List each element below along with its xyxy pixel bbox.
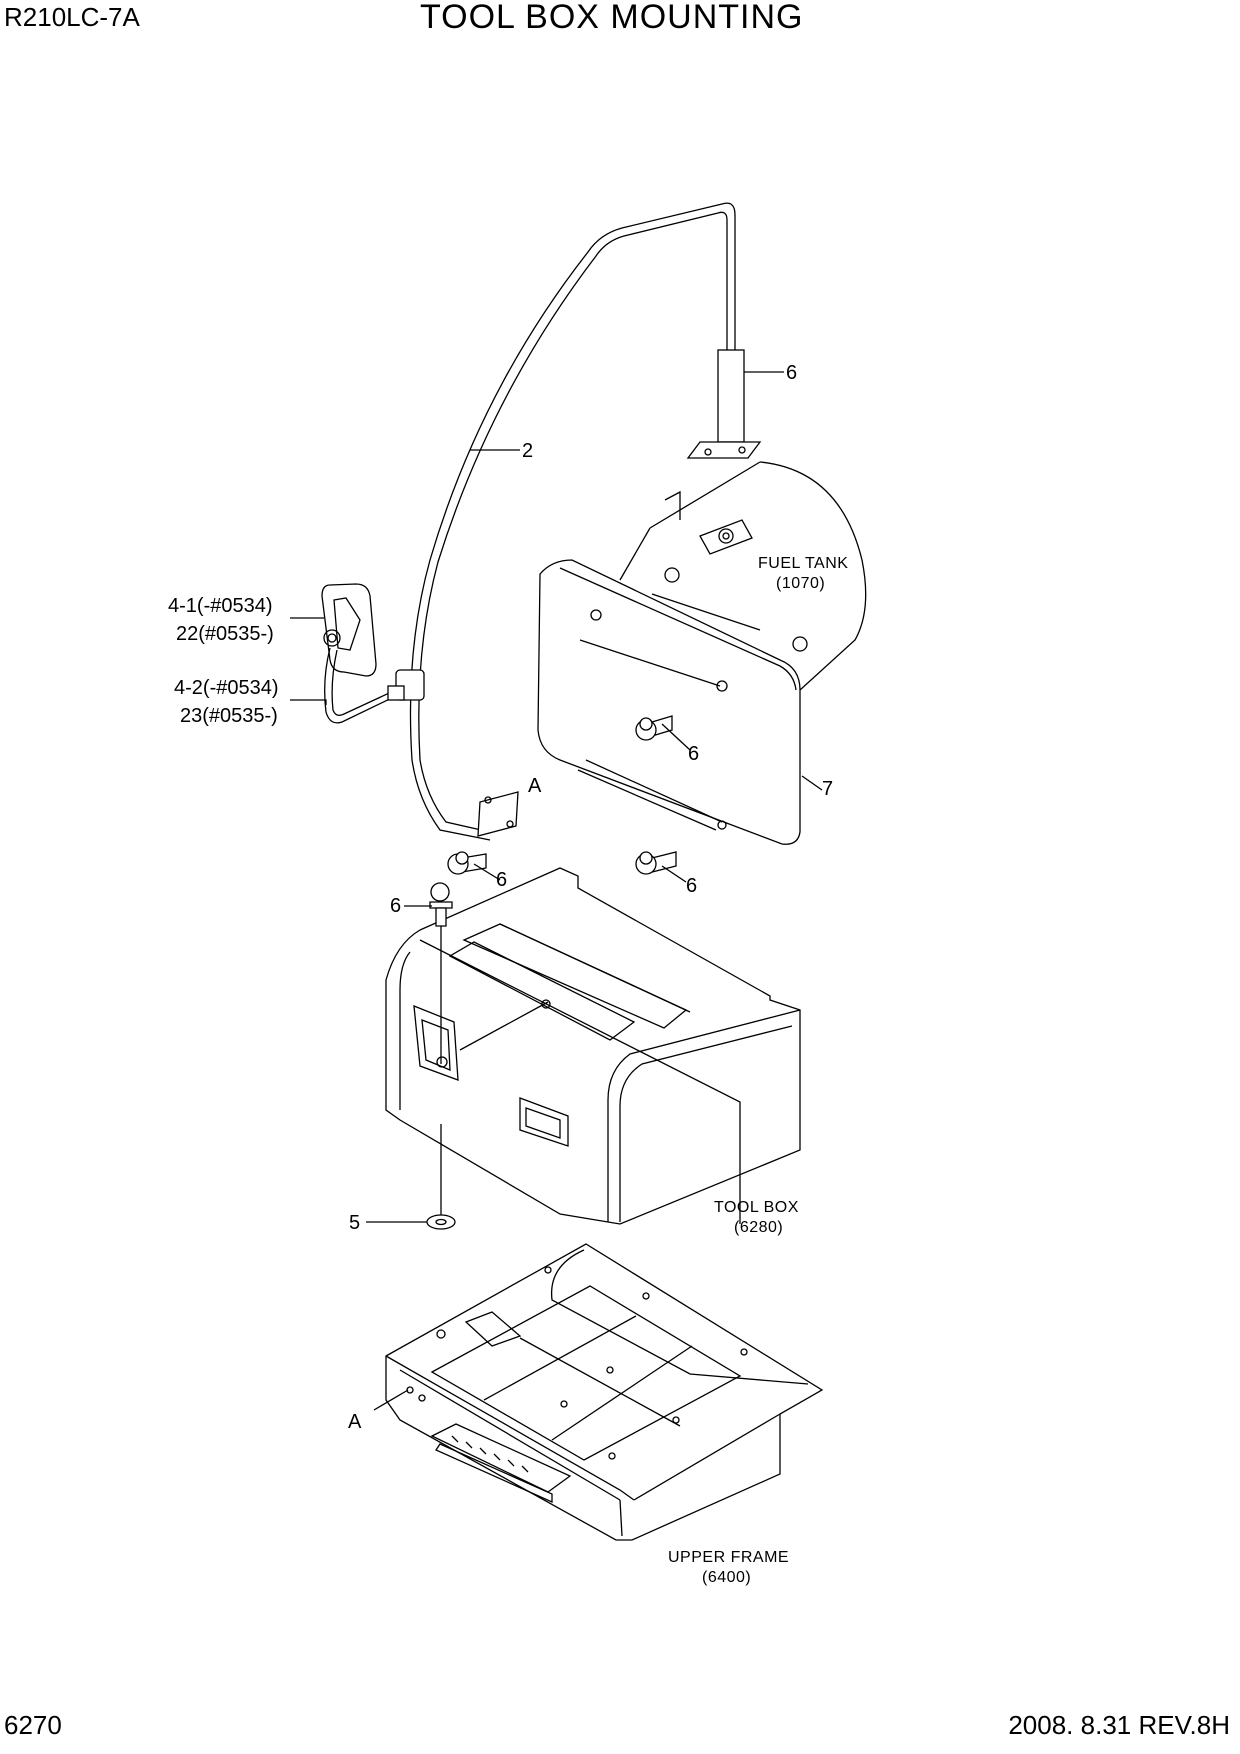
tool-box-reference	[385, 867, 801, 1225]
model-number: R210LC-7A	[4, 2, 140, 32]
callout-6-tool-box: 6	[390, 895, 401, 917]
callout-mirror-22: 22(#0535-)	[176, 623, 274, 645]
page-title: TOOL BOX MOUNTING	[420, 0, 804, 36]
washer-part	[426, 1214, 456, 1230]
revision-date: 2008. 8.31 REV.8H	[1008, 1710, 1230, 1740]
stay-mount-plate	[447, 791, 519, 875]
upper-frame-label: UPPER FRAME	[668, 1549, 789, 1566]
callout-6-cover-lower: 6	[686, 875, 697, 897]
callout-mirror-4-1: 4-1(-#0534)	[168, 595, 273, 617]
fuel-tank-label: FUEL TANK	[758, 555, 848, 572]
tool-box-code: (6280)	[734, 1219, 783, 1236]
fuel-tank-reference	[619, 461, 867, 691]
callout-2: 2	[522, 440, 533, 462]
cover-plate-part	[537, 559, 808, 845]
upper-frame-code: (6400)	[702, 1569, 751, 1586]
callout-6-bracket: 6	[496, 869, 507, 891]
mirror-stay-part	[409, 202, 762, 841]
cover-plate-bolts	[635, 715, 677, 875]
callout-a-frame: A	[348, 1411, 362, 1433]
page-number: 6270	[4, 1710, 62, 1740]
callout-a-mount: A	[528, 775, 542, 797]
leader-lines	[290, 371, 823, 1411]
callout-mirror-23: 23(#0535-)	[180, 705, 278, 727]
fuel-tank-code: (1070)	[776, 575, 825, 592]
callout-6-cover-upper: 6	[688, 743, 699, 765]
callout-6-stay-top: 6	[786, 362, 797, 384]
mirror-assembly	[321, 583, 425, 724]
tool-box-bolt	[429, 882, 453, 1218]
upper-frame-reference	[385, 1243, 824, 1541]
tool-box-label: TOOL BOX	[714, 1199, 799, 1216]
callout-7: 7	[822, 778, 833, 800]
callout-5: 5	[349, 1212, 360, 1234]
callout-mirror-4-2: 4-2(-#0534)	[174, 677, 279, 699]
